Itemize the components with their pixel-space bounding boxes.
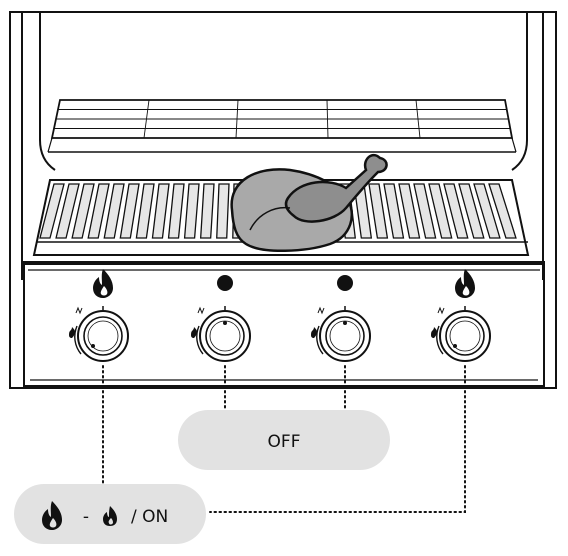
grate-slat <box>183 183 200 239</box>
grate-slat <box>488 183 517 239</box>
control-knob-2[interactable] <box>191 306 251 362</box>
grate-slat <box>413 183 437 239</box>
off-label: OFF <box>268 432 301 452</box>
grate-slat <box>119 183 140 239</box>
on-label: / ON <box>131 507 168 527</box>
grate-slat <box>103 183 125 239</box>
control-knob-3[interactable] <box>311 306 371 362</box>
lid-inner-right <box>511 12 544 280</box>
grate-slat <box>135 183 155 239</box>
off-callout: OFF <box>178 410 390 470</box>
burner-1 <box>69 269 129 362</box>
grate-slat <box>167 183 185 239</box>
leader-lines <box>102 365 466 513</box>
lid-inner-left <box>21 12 56 280</box>
grate-slat <box>216 183 230 239</box>
grate-slat <box>71 183 95 239</box>
flame-icon <box>93 269 113 298</box>
grate-slat <box>473 183 501 239</box>
grate-slat <box>383 183 405 239</box>
leader-knob-4 <box>209 365 466 513</box>
grate-slat <box>398 183 421 239</box>
control-knob-4[interactable] <box>431 306 491 362</box>
grate-slat <box>87 183 110 239</box>
flame-icon <box>455 269 475 298</box>
grate-slat <box>55 183 80 239</box>
on-callout: - / ON <box>14 484 206 544</box>
burner-3 <box>311 275 371 362</box>
large-flame-icon <box>42 501 62 530</box>
grate-slat <box>443 183 469 239</box>
grate-slat <box>39 183 65 239</box>
filled-dot-icon <box>217 275 233 291</box>
grate-slat <box>458 183 485 239</box>
grate-slat <box>151 183 170 239</box>
roast-chicken-icon <box>230 153 388 252</box>
control-knob-1[interactable] <box>69 306 129 362</box>
warming-rack <box>47 99 517 153</box>
control-panel <box>23 263 545 387</box>
grill-body <box>9 11 557 389</box>
small-flame-icon <box>103 506 117 526</box>
grate-slat <box>199 183 215 239</box>
grate-slat <box>428 183 453 239</box>
filled-dot-icon <box>337 275 353 291</box>
burner-2 <box>191 275 251 362</box>
on-dash: - <box>83 507 89 527</box>
burner-4 <box>431 269 491 362</box>
lid-frame <box>9 11 557 389</box>
grate-slat <box>368 183 389 239</box>
